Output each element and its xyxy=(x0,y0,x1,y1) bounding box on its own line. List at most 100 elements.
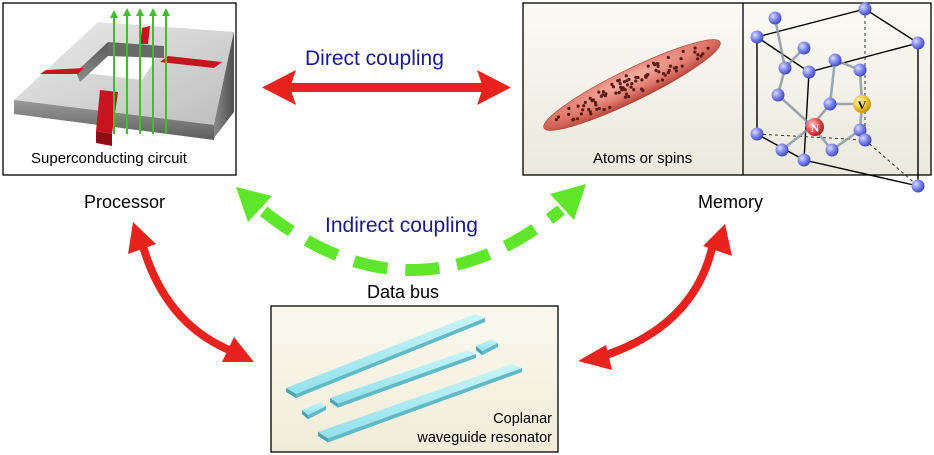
cloud-atom-dot xyxy=(634,75,638,79)
cloud-atom-dot xyxy=(616,79,620,83)
cloud-atom-dot xyxy=(666,55,670,60)
vacancy-label: V xyxy=(858,98,867,112)
junction-right xyxy=(160,56,222,68)
cloud-atom-dot xyxy=(693,46,697,50)
cloud-atom-dot xyxy=(672,66,677,70)
cloud-atom-dot xyxy=(625,83,630,87)
cloud-atom-dot xyxy=(556,115,561,119)
waveguide-strip xyxy=(286,314,485,394)
waveguide-strip xyxy=(318,364,522,439)
cloud-atom-dot xyxy=(656,79,660,83)
cloud-atom-dot xyxy=(611,85,616,89)
cloud-atom-dot xyxy=(696,53,700,57)
cloud-atom-dot xyxy=(579,112,584,116)
waveguide-strip xyxy=(476,339,498,352)
cloud-atom-dot xyxy=(624,92,629,96)
cloud-atom-dot xyxy=(591,98,596,102)
waveguide-strip xyxy=(286,388,296,398)
direct-coupling-label: Direct coupling xyxy=(305,47,444,70)
lattice-atom xyxy=(911,36,925,50)
waveguide-strip xyxy=(330,398,338,408)
indirect-coupling-label: Indirect coupling xyxy=(325,214,478,237)
junction-front xyxy=(96,90,118,134)
cloud-atom-dot xyxy=(618,82,622,86)
cloud-atom-dot xyxy=(656,62,660,66)
cloud-atom-dot xyxy=(699,54,703,58)
cloud-atom-dot xyxy=(679,57,683,61)
lattice-atom xyxy=(853,63,867,77)
cloud-atom-dot xyxy=(622,80,627,84)
nv-center-lattice: N V xyxy=(750,2,925,193)
cloud-atom-dot xyxy=(663,73,667,77)
cloud-atom-dot xyxy=(680,64,684,68)
bus-panel xyxy=(270,305,559,453)
processor-panel xyxy=(2,2,237,176)
cloud-atom-dot xyxy=(681,49,685,54)
lattice-atom xyxy=(858,2,872,16)
memory-label: Memory xyxy=(698,192,764,212)
cloud-atom-dot xyxy=(640,78,644,82)
cloud-atom-dot xyxy=(588,96,592,100)
cloud-atom-dot xyxy=(608,105,612,109)
lattice-atom xyxy=(768,11,782,25)
cloud-atom-dot xyxy=(595,107,599,111)
cloud-atom-dot xyxy=(582,104,586,108)
cloud-atom-dot xyxy=(706,46,710,50)
cloud-atom-dot xyxy=(627,95,631,99)
processor-caption: Superconducting circuit xyxy=(31,150,187,167)
waveguide-strip xyxy=(302,402,326,416)
lattice-atom xyxy=(828,53,842,67)
cloud-atom-dot xyxy=(654,68,658,72)
lattice-atom xyxy=(771,88,785,102)
waveguide-strip xyxy=(476,346,482,356)
superconducting-circuit-illustration xyxy=(14,8,234,146)
cloud-atom-dot xyxy=(632,88,636,92)
cloud-atom-dot xyxy=(593,100,598,105)
lattice-atom xyxy=(911,179,925,193)
cloud-atom-dot xyxy=(588,110,592,114)
cloud-atom-dot xyxy=(610,82,614,86)
cloud-atom-dot xyxy=(623,95,628,99)
waveguide-caption-line1: Coplanar xyxy=(493,411,552,427)
cloud-atom-dot xyxy=(601,93,605,97)
cloud-atom-dot xyxy=(644,75,648,79)
cloud-atom-dot xyxy=(601,90,606,94)
cloud-atom-dot xyxy=(667,68,671,73)
lattice-atom xyxy=(775,143,789,157)
magnetic-field-lines xyxy=(110,8,170,134)
atom-cloud-illustration xyxy=(543,39,721,131)
cloud-atom-dot xyxy=(696,57,700,61)
cloud-atom-dot xyxy=(597,90,601,94)
waveguide-strip xyxy=(296,318,485,398)
cloud-atom-dot xyxy=(567,112,571,116)
cloud-atom-dot xyxy=(646,64,650,68)
cloud-atom-dot xyxy=(583,100,587,104)
cloud-atom-dot xyxy=(619,85,623,89)
lattice-atom xyxy=(797,41,811,55)
waveguide-strip xyxy=(330,350,476,404)
cloud-atom-dot xyxy=(597,106,601,111)
junction-left xyxy=(40,68,84,74)
cloud-atom-dot xyxy=(629,85,633,89)
waveguide-strip xyxy=(338,354,476,408)
cloud-atom-dot xyxy=(617,91,621,95)
coplanar-waveguide-illustration xyxy=(286,314,522,443)
memory-panel: N V xyxy=(522,2,932,193)
cloud-atom-dot xyxy=(587,107,591,112)
waveguide-strip xyxy=(318,432,328,443)
cloud-atom-dot xyxy=(668,64,673,68)
processor-bus-arrow xyxy=(128,222,254,362)
lattice-atom xyxy=(858,133,872,147)
lattice-atom xyxy=(778,61,792,75)
waveguide-strip xyxy=(302,410,308,420)
waveguide-strip xyxy=(328,368,522,443)
cloud-atom-dot xyxy=(645,73,649,77)
cloud-atom-dot xyxy=(602,107,606,112)
waveguide-caption-line2: waveguide resonator xyxy=(417,430,552,446)
cloud-atom-dot xyxy=(554,118,558,122)
cloud-atom-dot xyxy=(576,104,580,108)
lattice-atom xyxy=(853,123,867,137)
cloud-atom-dot xyxy=(567,106,571,110)
cloud-atom-dot xyxy=(624,74,628,78)
waveguide-caption: Coplanar waveguide resonator xyxy=(417,410,552,448)
